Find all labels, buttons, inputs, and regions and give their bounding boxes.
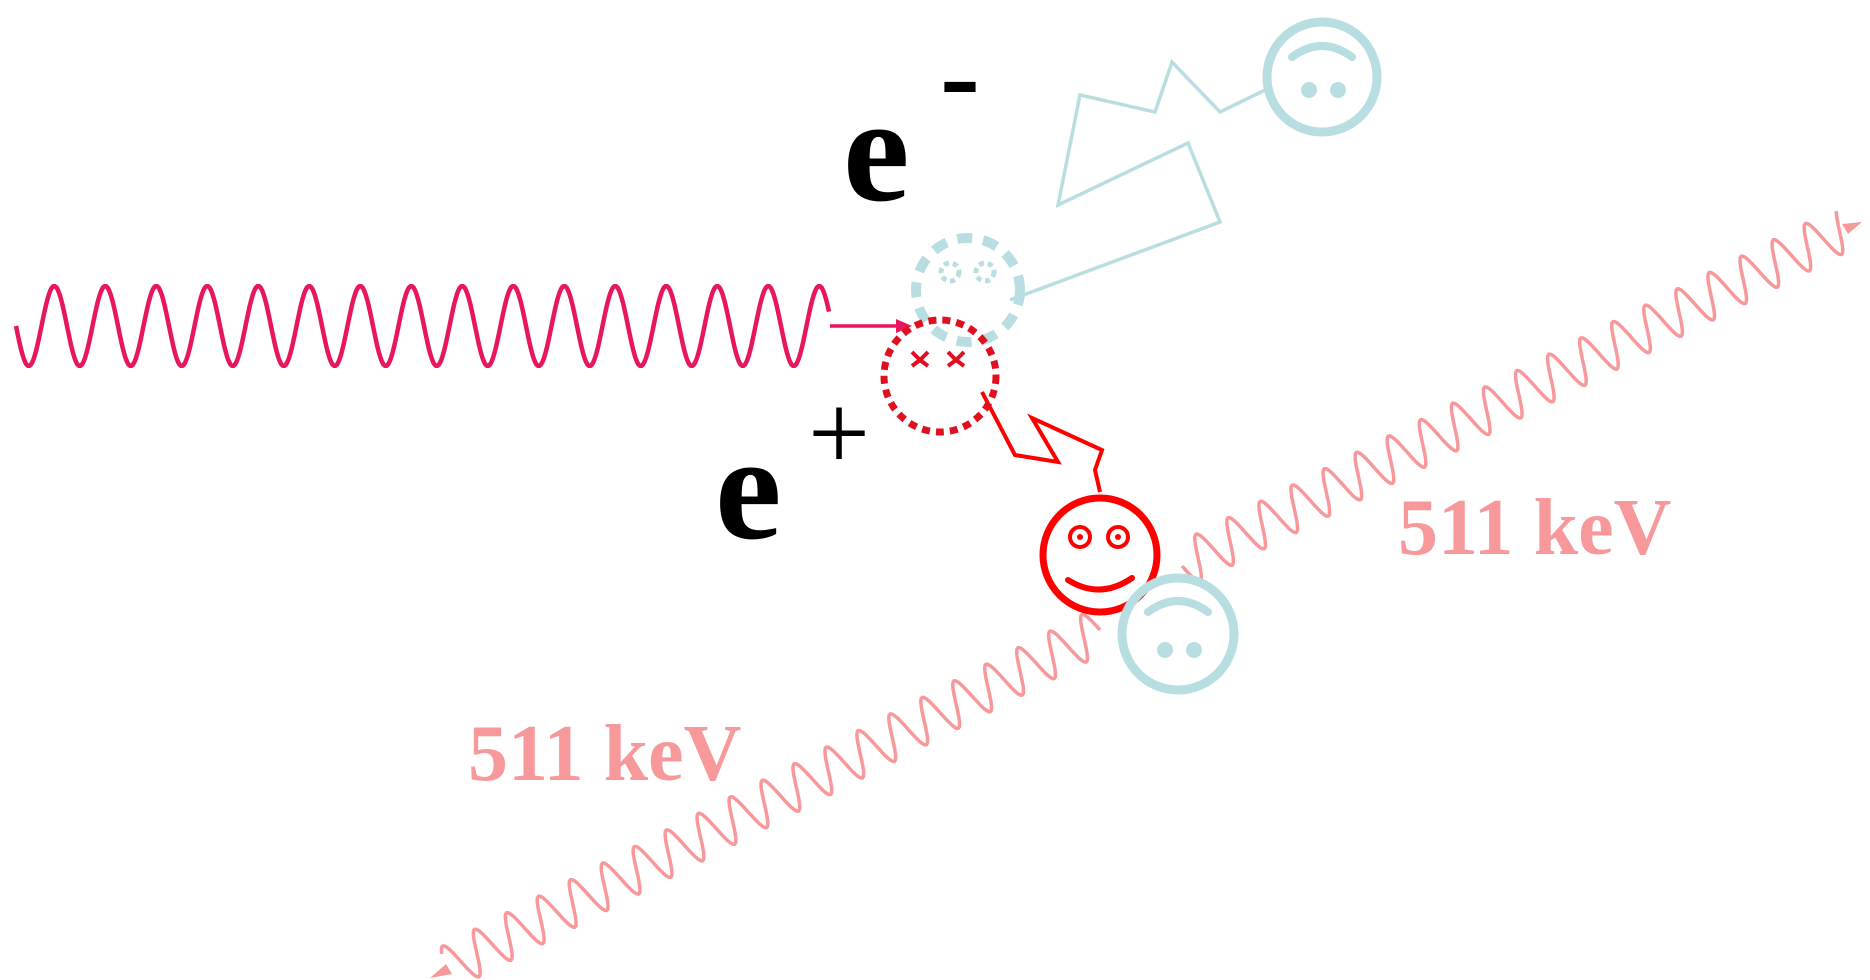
positron-trajectory bbox=[980, 391, 1105, 493]
gamma-left-arrowhead bbox=[430, 964, 452, 978]
annihilation-photon-wave-right bbox=[1180, 211, 1845, 584]
annihilation-photon-wave-left bbox=[439, 612, 1102, 979]
energy-label-right: 511 keV bbox=[1398, 484, 1671, 572]
positron-label: e bbox=[715, 405, 782, 571]
positron-origin-dashed bbox=[880, 316, 1000, 436]
sad-face-icon bbox=[1117, 573, 1239, 695]
energy-label-left: 511 keV bbox=[468, 710, 741, 798]
electron-charge-label: - bbox=[940, 8, 980, 141]
smiley-face-icon bbox=[1039, 494, 1161, 616]
incoming-photon-arrowhead bbox=[896, 319, 912, 333]
incoming-photon-wave bbox=[13, 283, 832, 369]
electron-trajectory bbox=[1009, 58, 1266, 302]
positron-charge-label: + bbox=[808, 372, 870, 494]
gamma-right-arrowhead bbox=[1842, 222, 1862, 234]
electron-label: e bbox=[843, 67, 910, 233]
electron-origin-dashed bbox=[911, 233, 1025, 347]
sad-face-icon bbox=[1262, 17, 1382, 137]
